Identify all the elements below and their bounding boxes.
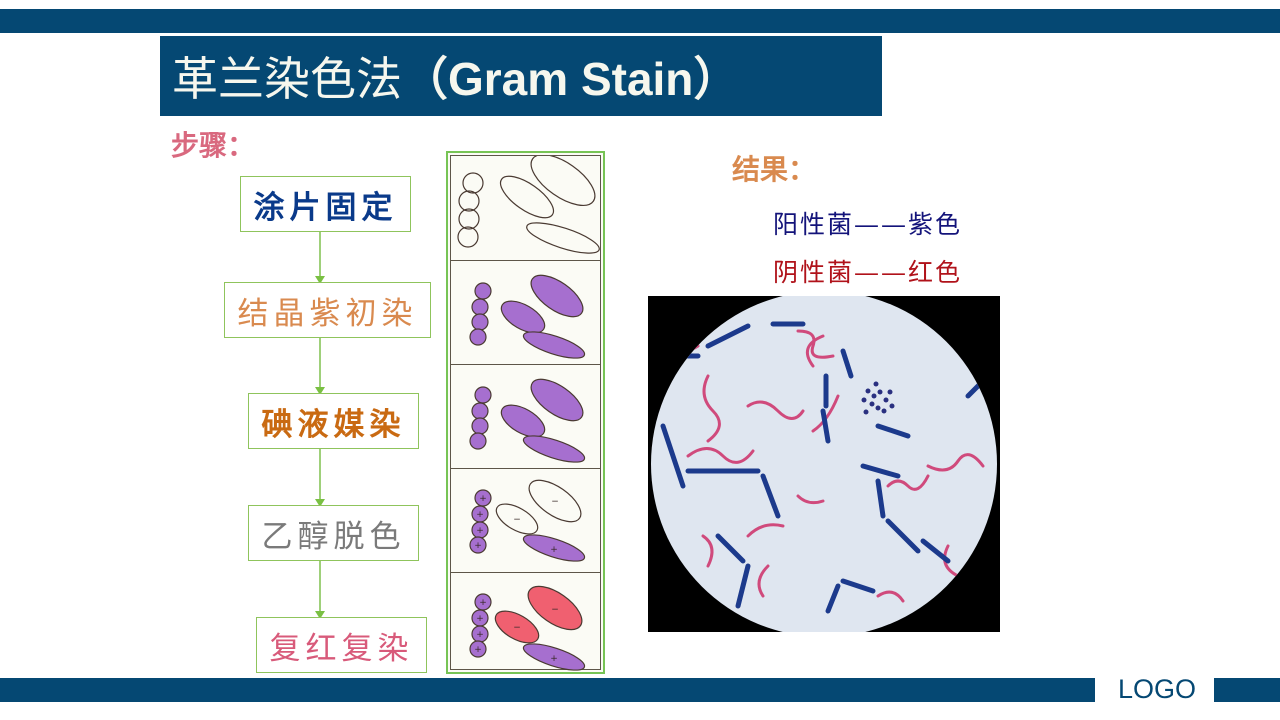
gram-stain-micrograph [648, 296, 1000, 632]
arrow-down-icon [315, 499, 325, 507]
svg-text:+: + [550, 545, 558, 555]
svg-text:+: + [476, 526, 484, 536]
purple-bacteria-icon [469, 378, 586, 463]
arrow-down-icon [315, 387, 325, 395]
svg-text:+: + [474, 541, 482, 551]
stage-panel-decolorize: + + + + − − + [451, 468, 600, 573]
svg-text:+: + [479, 494, 487, 504]
arrow-down-icon [315, 276, 325, 284]
staining-stages-diagram: + + + + − − + + + + + − − + [446, 151, 605, 674]
logo: LOGO [1118, 674, 1197, 704]
flow-connector [319, 232, 321, 282]
svg-text:−: − [551, 605, 559, 615]
slide-title: 革兰染色法 （Gram Stain） [160, 36, 882, 116]
svg-text:+: + [474, 645, 482, 655]
svg-text:−: − [513, 623, 521, 633]
svg-text:−: − [513, 515, 521, 525]
svg-text:+: + [476, 510, 484, 520]
footer-bar-left [0, 678, 1095, 702]
svg-text:+: + [476, 630, 484, 640]
results-heading: 结果： [732, 153, 817, 186]
purple-bacteria-icon [469, 274, 586, 359]
result-gram-negative: 阴性菌——红色 [773, 258, 963, 287]
step-alcohol-decolorize: 乙醇脱色 [248, 505, 419, 561]
step-crystal-violet: 结晶紫初染 [224, 282, 431, 338]
step-smear-fix: 涂片固定 [240, 176, 411, 232]
svg-text:+: + [479, 598, 487, 608]
title-chinese: 革兰染色法 [172, 52, 402, 106]
svg-text:−: − [551, 497, 559, 507]
top-banner-bar [0, 9, 1280, 33]
stage-panel-counterstain: + + + + − − + [451, 572, 600, 676]
steps-heading: 步骤： [171, 129, 256, 162]
result-gram-positive: 阳性菌——紫色 [773, 210, 963, 239]
stage-panel-iodine [451, 364, 600, 469]
microscope-field-image [648, 296, 1000, 632]
svg-text:+: + [476, 614, 484, 624]
flow-connector [319, 561, 321, 617]
arrow-down-icon [315, 611, 325, 619]
title-english: （Gram Stain） [402, 53, 740, 105]
footer-bar-right [1214, 678, 1280, 702]
counterstained-bacteria-icon: + + + + − − + [469, 585, 586, 671]
step-iodine: 碘液媒染 [248, 393, 419, 449]
svg-text:+: + [550, 654, 558, 664]
flow-connector [319, 338, 321, 393]
stage-panel-crystal-violet [451, 260, 600, 365]
stage-panel-fixed [451, 156, 600, 261]
flow-connector [319, 449, 321, 505]
unstained-bacteria-icon [457, 156, 600, 254]
step-safranin-counterstain: 复红复染 [256, 617, 427, 673]
decolorized-bacteria-icon: + + + + − − + [469, 479, 586, 562]
